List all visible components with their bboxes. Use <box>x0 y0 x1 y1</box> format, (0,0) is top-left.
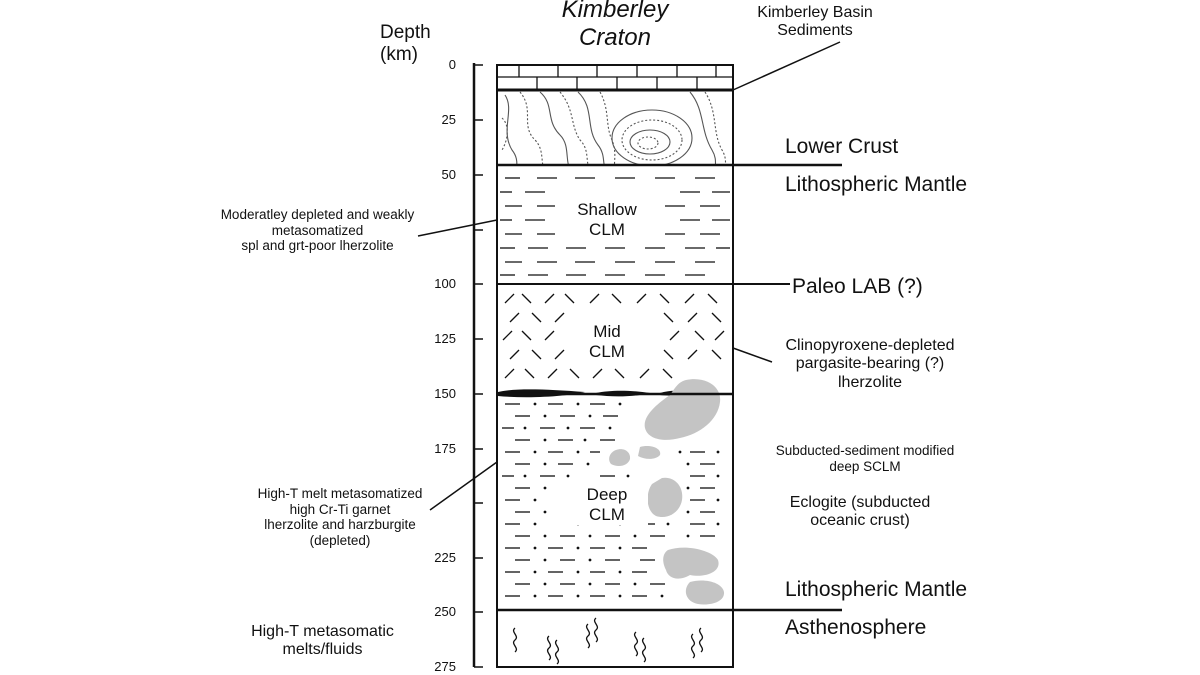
clinopyroxene-label: Clinopyroxene-depleted pargasite-bearing… <box>785 337 955 391</box>
deep-clm-dots <box>523 402 720 598</box>
diagram-title: Kimberley Craton <box>545 0 685 51</box>
paleo-lab-label: Paleo LAB (?) <box>792 275 923 298</box>
deep-clm-label: Deep CLM <box>566 485 648 525</box>
basin-sediments-label: Kimberley Basin Sediments <box>757 4 873 40</box>
mid-clm-label: Mid CLM <box>570 322 644 362</box>
lithospheric-mantle-top-label: Lithospheric Mantle <box>785 173 968 196</box>
shallow-clm-label: Shallow CLM <box>555 200 659 240</box>
mid-clm-pattern <box>502 293 725 379</box>
lower-crust-contours <box>501 91 727 165</box>
tick-label: 225 <box>434 550 456 565</box>
depth-axis-title: Depth (km) <box>380 22 431 66</box>
subducted-sediment-label: Subducted-sediment modified deep SCLM <box>775 443 955 474</box>
deep-clm-pattern <box>502 403 715 597</box>
tick-label: 275 <box>434 659 456 674</box>
depth-axis <box>472 63 483 668</box>
tick-label: 250 <box>434 604 456 619</box>
tick-label: 175 <box>434 441 456 456</box>
title-line-1: Kimberley <box>561 0 669 23</box>
tick-label: 100 <box>434 276 456 291</box>
shallow-clm-description: Moderatley depleted and weakly metasomat… <box>220 207 415 254</box>
column-frame <box>496 64 842 668</box>
shallow-clm-pattern <box>500 177 730 276</box>
lithospheric-mantle-bottom-label: Lithospheric Mantle <box>785 578 968 601</box>
title-line-2: Craton <box>578 23 652 51</box>
eclogite-label: Eclogite (subducted oceanic crust) <box>789 494 931 530</box>
tick-label: 50 <box>441 167 456 182</box>
tick-label: 0 <box>448 57 456 72</box>
tick-label: 25 <box>441 112 456 127</box>
leader-lines <box>417 41 841 511</box>
tick-label: 125 <box>434 331 456 346</box>
asthenosphere-melts <box>512 617 704 665</box>
basin-sediments-layer <box>497 65 733 90</box>
axis-title-line-2: (km) <box>380 43 418 65</box>
lower-crust-label: Lower Crust <box>785 135 899 158</box>
deep-clm-description: High-T melt metasomatized high Cr-Ti gar… <box>257 486 423 548</box>
tick-label: 150 <box>434 386 456 401</box>
asthenosphere-description: High-T metasomatic melts/fluids <box>251 623 394 659</box>
axis-title-line-1: Depth <box>380 22 431 43</box>
asthenosphere-label: Asthenosphere <box>785 616 927 639</box>
